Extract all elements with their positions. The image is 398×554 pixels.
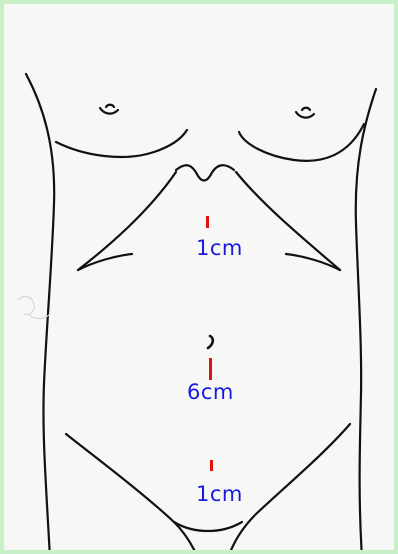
upper-incision-mark <box>206 216 209 228</box>
right-flank-line <box>356 89 376 554</box>
right-inguinal-line <box>228 424 350 554</box>
left-pectoral-line <box>56 130 187 157</box>
lower-incision-mark <box>210 460 213 471</box>
navel-mark <box>208 336 213 348</box>
upper-incision-label: 1cm <box>196 238 243 259</box>
right-pectoral-line <box>239 124 364 161</box>
left-nipple <box>100 108 118 114</box>
xiphoid-notch <box>176 165 234 180</box>
pencil-scribble <box>18 297 50 319</box>
left-lower-rib <box>78 254 132 270</box>
lower-incision-label: 1cm <box>196 484 243 505</box>
torso-outline-illustration <box>4 4 398 554</box>
pubic-curve <box>174 522 242 531</box>
umbilical-incision-mark <box>209 358 212 380</box>
left-inguinal-line <box>66 434 198 554</box>
right-nipple <box>296 112 314 118</box>
umbilical-incision-label: 6cm <box>187 382 234 403</box>
